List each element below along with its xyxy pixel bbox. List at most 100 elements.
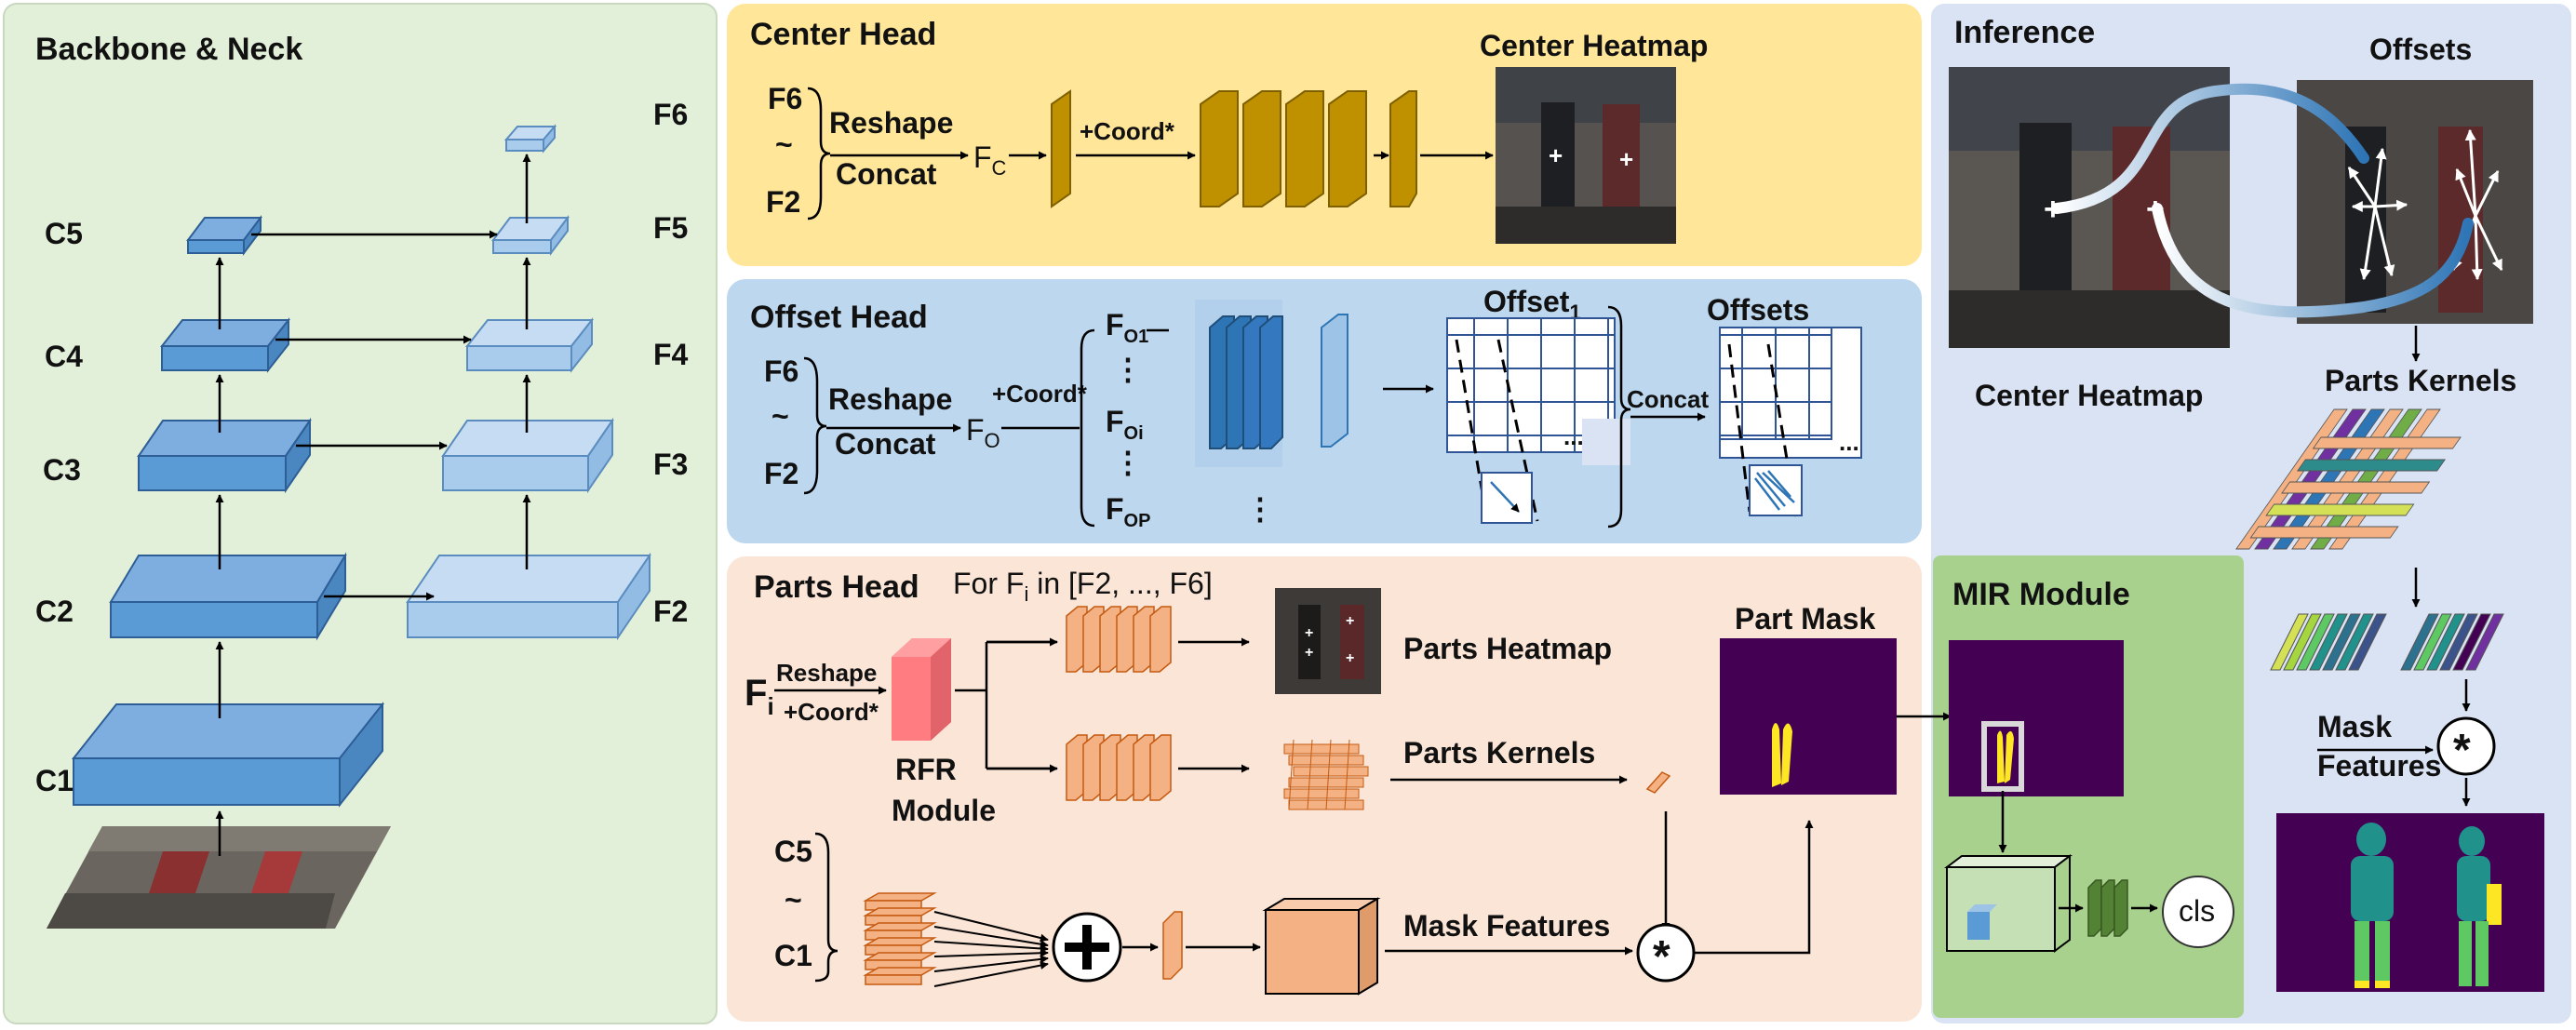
mir-mask-image: [1949, 640, 2124, 796]
f4-block: [464, 317, 595, 373]
parts-tilde: ~: [785, 883, 802, 916]
inference-conv-operator: *: [2436, 716, 2496, 776]
backbone-title: Backbone & Neck: [35, 32, 302, 67]
parts-c-brace: [814, 832, 839, 983]
center-reshape: Reshape: [829, 106, 953, 140]
f6-label: F6: [653, 98, 688, 131]
rfr-label-1: RFR: [895, 753, 957, 786]
mir-title: MIR Module: [1952, 577, 2130, 612]
offset1-grid: ...: [1446, 317, 1630, 524]
part-mask-label: Part Mask: [1735, 602, 1875, 635]
inference-offsets-label: Offsets: [2369, 33, 2472, 66]
parts-coord: +Coord*: [784, 698, 879, 726]
offset-f2: F2: [764, 457, 798, 490]
offset-fo: FO: [966, 413, 1000, 452]
center-fc: FC: [973, 140, 1007, 180]
c3-label: C3: [43, 453, 81, 487]
center-brace: [807, 87, 831, 221]
single-kernel: [1645, 771, 1671, 794]
cls-circle: [2162, 876, 2234, 948]
conv-star: *: [1653, 932, 1670, 982]
center-head-title: Center Head: [750, 17, 936, 52]
offset-vdots-1: ⋮: [1113, 353, 1143, 386]
center-f2: F2: [766, 185, 800, 219]
parts-heatmap-dot-2: +: [1305, 645, 1313, 661]
offset-split-bracket: [1080, 328, 1095, 528]
offset1-label: Offset1: [1483, 285, 1581, 324]
center-heatmap-image: + +: [1496, 67, 1676, 244]
inference-curve-top: [2051, 83, 2369, 214]
rfr-module-block: [892, 638, 951, 741]
offset-vdots-2: ⋮: [1113, 446, 1143, 479]
parts-c5: C5: [774, 835, 812, 868]
offset-reshape: Reshape: [828, 382, 952, 416]
inference-center-image: [1949, 67, 2230, 348]
backbone-arrows: [215, 154, 531, 856]
f6-block: [503, 124, 557, 154]
center-conv-stack: [1200, 90, 1417, 207]
center-concat: Concat: [836, 157, 937, 191]
sum-operator: [1052, 912, 1122, 983]
inference-curve-bottom: [2152, 203, 2474, 318]
f3-label: F3: [653, 448, 688, 481]
inference-result-image: [2276, 813, 2544, 992]
f3-block: [441, 417, 614, 494]
offset-concat-bracket: [1607, 305, 1631, 528]
center-coord-layer: [1051, 89, 1071, 208]
inference-features-label: Features: [2317, 749, 2441, 783]
offset-conv-stack: [1195, 300, 1348, 467]
parts-c1: C1: [774, 939, 812, 972]
parts-reshape: Reshape: [776, 659, 877, 687]
inference-mask-label: Mask: [2317, 710, 2392, 743]
offsets-label: Offsets: [1707, 293, 1809, 327]
mask-feature-layers: [863, 892, 937, 985]
mir-conv-layers: [2087, 879, 2128, 937]
offset-head-title: Offset Head: [750, 300, 928, 335]
offset-brace: [803, 356, 827, 495]
inference-parts-kernels-label: Parts Kernels: [2325, 364, 2516, 397]
parts-heatmap-image: + + + +: [1275, 588, 1381, 694]
part-mask-image: [1720, 638, 1897, 795]
parts-conv-stack-top: [1066, 606, 1172, 673]
cls-label: cls: [2179, 894, 2215, 928]
c5-label: C5: [45, 217, 83, 250]
center-tilde: ~: [775, 127, 793, 161]
offset-f6: F6: [764, 354, 798, 388]
inference-center-point-1: +: [2044, 192, 2062, 227]
conv-operator: *: [1636, 923, 1696, 983]
parts-kernels-cube: [1283, 739, 1369, 810]
fused-layer: [1162, 911, 1183, 980]
rfr-label-2: Module: [892, 794, 996, 827]
parts-fi: Fi: [745, 673, 774, 720]
input-image: [47, 826, 391, 929]
offset-concat: Concat: [835, 427, 936, 461]
inference-center-heatmap-label: Center Heatmap: [1975, 379, 2203, 412]
conv-out-arrow: [1694, 820, 1814, 955]
mask-features-cube: [1262, 897, 1381, 996]
parts-for-label: For Fi in [F2, ..., F6]: [953, 567, 1213, 606]
c4-label: C4: [45, 340, 83, 373]
parts-head-title: Parts Head: [754, 569, 919, 605]
f2-label: F2: [653, 595, 688, 628]
center-point-2: +: [1619, 145, 1633, 173]
mask-features-label: Mask Features: [1403, 909, 1610, 943]
center-coord-label: +Coord*: [1080, 117, 1175, 145]
offset-branch-oi: FOi: [1106, 405, 1144, 444]
offsets-dots: ...: [1839, 428, 1859, 456]
inference-title: Inference: [1954, 15, 2095, 50]
c4-block: [159, 317, 291, 373]
f5-block: [491, 215, 570, 256]
rfr-split: [955, 640, 1053, 770]
offset-vdots-3: ⋮: [1245, 492, 1275, 526]
inference-kernel-rows: [2270, 613, 2504, 671]
center-point-1: +: [1549, 141, 1563, 169]
mask-feature-arrows: [933, 911, 1049, 987]
c1-label: C1: [35, 764, 74, 797]
c2-label: C2: [35, 595, 74, 628]
parts-heatmap-dot-1: +: [1305, 625, 1313, 641]
f5-label: F5: [653, 211, 688, 245]
parts-heatmap-label: Parts Heatmap: [1403, 632, 1612, 665]
mir-feature-cube: [1944, 854, 2073, 953]
inference-center-point-2: +: [2146, 192, 2165, 227]
